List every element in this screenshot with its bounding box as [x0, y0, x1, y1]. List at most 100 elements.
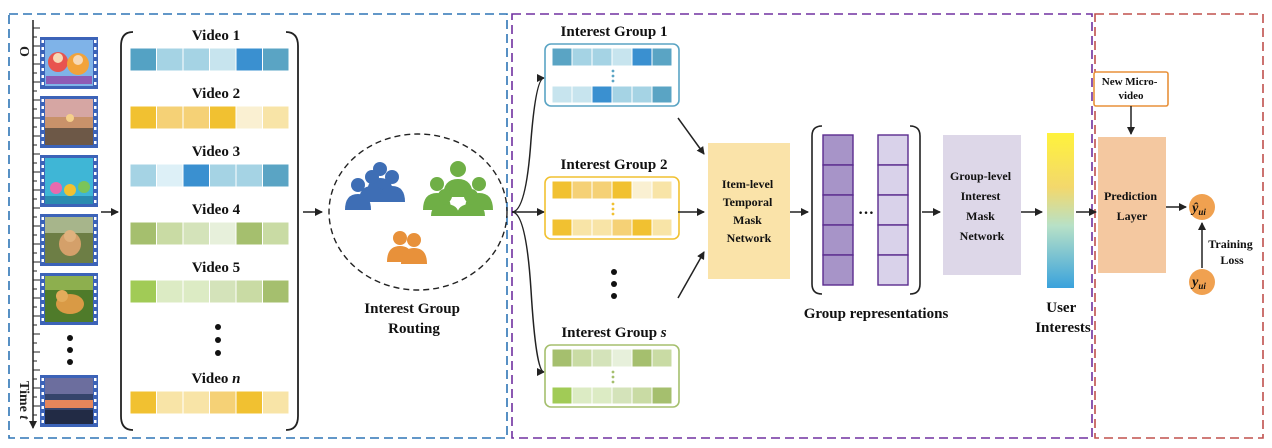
film-sprocket	[94, 106, 97, 109]
group-item-cell	[571, 85, 593, 104]
group-repr-cell	[822, 194, 854, 226]
prediction-line-1: Prediction	[1104, 189, 1157, 203]
svg-text:Group-level Interest: Group-level Interest Mask Network	[950, 169, 1014, 243]
group-item-cell	[651, 218, 673, 237]
film-sprocket	[94, 99, 97, 102]
svg-text:Item-level Temporal: Item-level Temporal Mask Network	[722, 177, 776, 245]
group-item-cell	[611, 180, 633, 200]
embedding-cell	[235, 163, 263, 188]
time-axis: O Time t	[16, 20, 40, 429]
embedding-cell	[129, 105, 157, 130]
film-sprocket	[41, 297, 44, 300]
group-item-cell	[631, 180, 653, 200]
film-sprocket	[94, 304, 97, 307]
film-sprocket	[41, 217, 44, 220]
film-sprocket	[41, 127, 44, 130]
film-sprocket	[94, 200, 97, 203]
film-sprocket	[94, 61, 97, 64]
group-item-cell	[571, 348, 593, 368]
video-label-1: Video 1	[192, 28, 240, 44]
group-repr-ellipsis: …	[858, 201, 874, 218]
group-item-cell	[551, 47, 573, 67]
group-item-cell	[551, 386, 573, 405]
film-sprocket	[94, 40, 97, 43]
video-label-2: Video 2	[192, 86, 240, 102]
user-interests-line-2: Interests	[1035, 320, 1091, 336]
video-n-label: Video n	[191, 371, 240, 387]
green-user-group-icon	[423, 161, 493, 216]
embedding-cell	[209, 390, 237, 415]
group-item-cell	[631, 348, 653, 368]
group-to-temporal-arrows	[677, 117, 705, 299]
group-item-cell	[611, 47, 633, 67]
group-item-cell	[631, 386, 653, 405]
group-item-cell	[651, 47, 673, 67]
embedding-cell	[182, 163, 210, 188]
group-item-cell	[571, 180, 593, 200]
group-item-cell	[571, 47, 593, 67]
film-sprocket	[41, 399, 44, 402]
group-inner-dot	[611, 375, 615, 379]
video-sequence-section	[8, 13, 508, 439]
group-inner-dot	[611, 207, 615, 211]
group-repr-cell	[822, 164, 854, 196]
embedding-cell	[262, 105, 290, 130]
film-sprocket	[94, 276, 97, 279]
film-sprocket	[94, 392, 97, 395]
group-item-cell	[591, 348, 613, 368]
group-item-cell	[631, 85, 653, 104]
ellipsis-dots-groups	[611, 269, 617, 299]
group-inner-dot	[611, 380, 615, 384]
embedding-cell	[235, 390, 263, 415]
routing-ellipse	[328, 133, 508, 291]
group-repr-cell	[877, 164, 909, 196]
group-item-cell	[591, 85, 613, 104]
right-bracket	[285, 31, 299, 431]
film-sprocket	[41, 47, 44, 50]
embedding-cell	[129, 47, 157, 72]
group-item-cell	[631, 47, 653, 67]
film-sprocket	[41, 311, 44, 314]
group-item-cell	[651, 386, 673, 405]
film-sprocket	[94, 378, 97, 381]
embedding-cell	[182, 47, 210, 72]
film-sprocket	[94, 399, 97, 402]
embedding-cell	[209, 279, 237, 304]
embedding-cell	[129, 390, 157, 415]
film-sprocket	[94, 252, 97, 255]
film-sprocket	[41, 252, 44, 255]
embedding-cell	[262, 390, 290, 415]
embedding-cell	[156, 105, 184, 130]
svg-text:User Interests: User Interests	[1035, 300, 1091, 336]
film-sprocket	[94, 141, 97, 144]
embedding-cell	[129, 221, 157, 246]
film-sprocket	[94, 413, 97, 416]
group-item-cell	[591, 218, 613, 237]
film-sprocket	[94, 47, 97, 50]
film-sprocket	[41, 61, 44, 64]
temporal-line-2: Temporal	[723, 195, 773, 209]
group-item-cell	[651, 85, 673, 104]
film-sprocket	[41, 318, 44, 321]
interest-group-s-label: Interest Group s	[561, 325, 666, 341]
ellipsis-dots-videos	[215, 324, 221, 356]
film-sprocket	[41, 75, 44, 78]
film-sprocket	[41, 231, 44, 234]
new-micro-video-box: New Micro- video	[1093, 71, 1169, 107]
embedding-cell	[235, 279, 263, 304]
prediction-line-2: Layer	[1117, 209, 1148, 223]
group-repr-cell	[822, 134, 854, 166]
film-sprocket	[94, 179, 97, 182]
film-sprocket	[41, 40, 44, 43]
interest-group-frame	[544, 344, 680, 408]
film-sprocket	[41, 54, 44, 57]
interest-group-frame	[544, 43, 680, 107]
group-item-cell	[551, 85, 573, 104]
film-sprocket	[94, 385, 97, 388]
embedding-cell	[235, 221, 263, 246]
group-mask-line-3: Mask	[966, 209, 995, 223]
video-label-3: Video 3	[192, 144, 240, 160]
film-sprocket	[41, 392, 44, 395]
